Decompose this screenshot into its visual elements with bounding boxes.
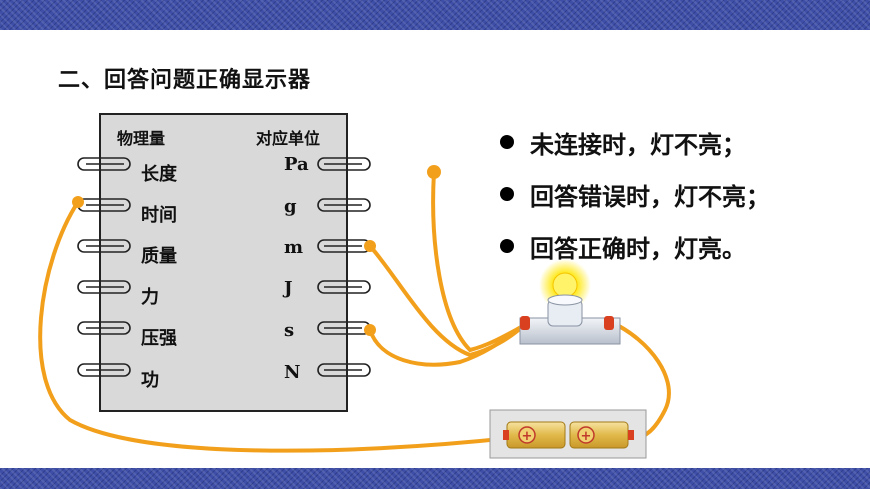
bullet-text: 回答错误时，灯不亮； bbox=[530, 183, 770, 211]
quantity-label: 时间 bbox=[141, 205, 177, 226]
right-clip bbox=[317, 321, 371, 335]
bullet-text: 回答正确时，灯亮。 bbox=[530, 235, 746, 263]
wire-from-s-to-bulb bbox=[368, 324, 525, 367]
left-clip bbox=[77, 198, 131, 212]
left-clip bbox=[77, 363, 131, 377]
right-clip bbox=[317, 157, 371, 171]
slide-title: 二、回答问题正确显示器 bbox=[58, 68, 312, 93]
unit-label: J bbox=[284, 278, 293, 299]
bullet-dot-icon bbox=[500, 187, 514, 201]
battery-holder: + + bbox=[489, 409, 647, 459]
right-terminal-clips bbox=[317, 157, 371, 377]
quantity-label: 力 bbox=[141, 287, 159, 308]
board-right-header: 对应单位 bbox=[256, 129, 321, 148]
left-clip bbox=[77, 239, 131, 253]
wire-end-dot bbox=[427, 165, 441, 179]
quantity-label: 压强 bbox=[141, 328, 177, 349]
right-clip bbox=[317, 363, 371, 377]
wire-loose-to-bulb bbox=[431, 170, 525, 353]
bullet-dot-icon bbox=[500, 135, 514, 149]
quiz-board bbox=[99, 113, 348, 412]
bullet-dot-icon bbox=[500, 239, 514, 253]
wire-ends bbox=[72, 165, 441, 336]
wire-end-dot bbox=[364, 324, 376, 336]
plus-sign-icon: + bbox=[581, 429, 592, 444]
board-left-header: 物理量 bbox=[117, 129, 166, 148]
right-clip bbox=[317, 239, 371, 253]
unit-label: s bbox=[284, 320, 295, 341]
wire-end-dot bbox=[364, 240, 376, 252]
quantity-label: 功 bbox=[141, 370, 159, 391]
bottom-decorative-band bbox=[0, 468, 870, 489]
right-clip bbox=[317, 280, 371, 294]
bullet-text: 未连接时，灯不亮； bbox=[530, 131, 746, 159]
status-bullet-list: 未连接时，灯不亮； 回答错误时，灯不亮； 回答正确时，灯亮。 bbox=[500, 125, 770, 281]
left-clip bbox=[77, 157, 131, 171]
unit-label: N bbox=[284, 362, 301, 383]
bullet-item: 未连接时，灯不亮； bbox=[500, 125, 770, 177]
bullet-item: 回答正确时，灯亮。 bbox=[500, 229, 770, 281]
plus-sign-icon: + bbox=[522, 429, 533, 444]
left-terminal-clips bbox=[77, 157, 131, 377]
right-clip bbox=[317, 198, 371, 212]
left-clip bbox=[77, 280, 131, 294]
left-clip bbox=[77, 321, 131, 335]
wire-from-time-to-battery bbox=[38, 200, 512, 453]
quantity-label: 质量 bbox=[141, 246, 177, 267]
quantity-label: 长度 bbox=[141, 164, 177, 185]
bullet-item: 回答错误时，灯不亮； bbox=[500, 177, 770, 229]
top-decorative-band bbox=[0, 0, 870, 30]
unit-label: g bbox=[284, 196, 297, 217]
wire-end-dot bbox=[72, 196, 84, 208]
unit-label: Pa bbox=[284, 154, 309, 175]
unit-label: m bbox=[284, 237, 304, 258]
light-bulb bbox=[519, 259, 621, 345]
